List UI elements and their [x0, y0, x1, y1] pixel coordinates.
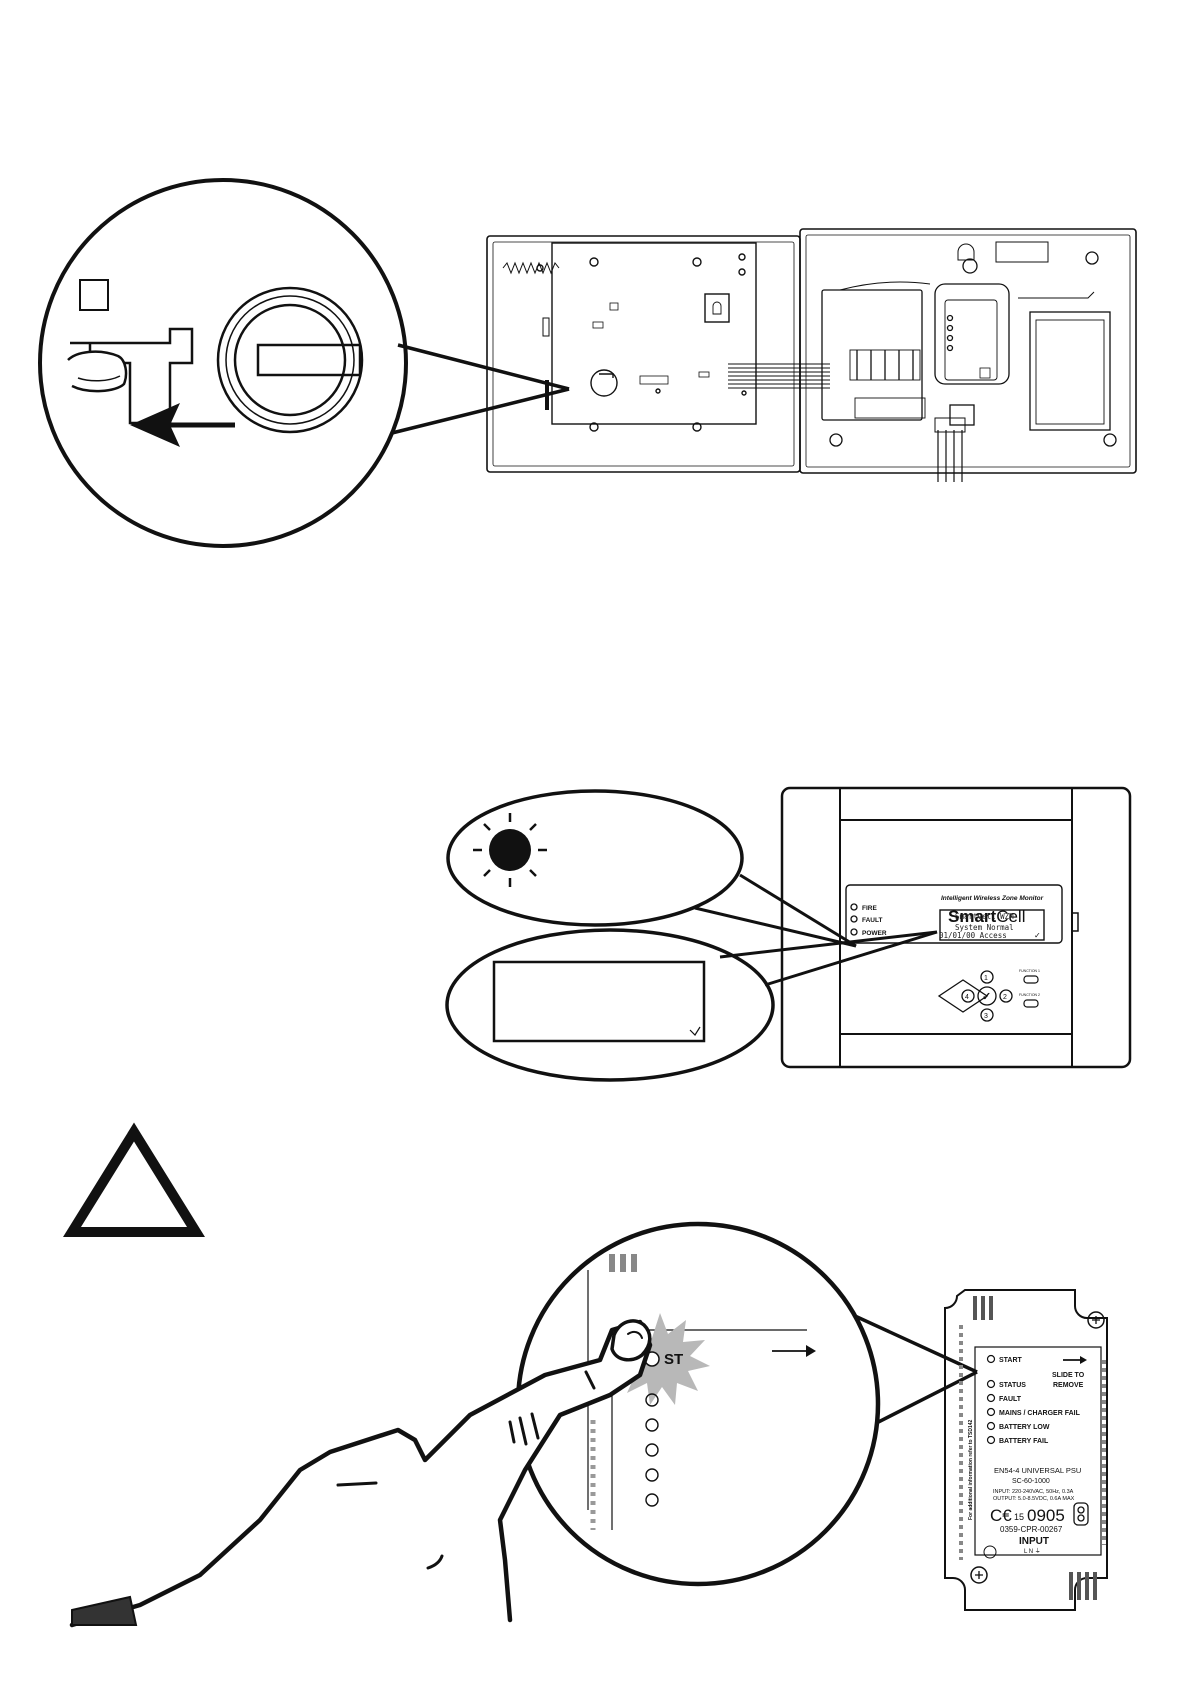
psu-side-vents [959, 1325, 1106, 1560]
sun-rays-icon [473, 813, 547, 887]
psu-led-battery-fail: BATTERY FAIL [999, 1438, 1049, 1445]
key-center-button[interactable] [977, 986, 997, 1006]
coin-cell-battery [216, 286, 364, 434]
psu-led-status: STATUS [999, 1382, 1026, 1389]
notified-body-number: 0905 [1027, 1506, 1065, 1525]
function-1-label: FUNCTION 1 [1019, 969, 1040, 973]
warning-triangle-icon [63, 1122, 205, 1237]
battery-tab-zoom [38, 178, 570, 548]
psu-battery-compartment [821, 241, 1117, 482]
psu-led-start: START [999, 1357, 1023, 1364]
psu-output-spec: OUTPUT: 5.0-8.5VDC, 0.6A MAX [993, 1496, 1075, 1502]
start-press-burst-icon [615, 1313, 710, 1405]
battery-removal-diagram [38, 178, 1137, 548]
key-up-label: 1 [984, 975, 988, 982]
ce-logo-badge-icon [1073, 1502, 1089, 1526]
led-label-power: POWER [862, 930, 887, 937]
zoom-fault-led-icon [645, 1418, 659, 1432]
psu-fault-led-icon [986, 1393, 996, 1403]
panel-led-diagram: SmartCell Intelligent Wireless Zone Moni… [445, 786, 1132, 1082]
psu-battery-low-led-icon [986, 1421, 996, 1431]
led-lit-sun-icon [489, 829, 531, 871]
slide-to-remove-line2: REMOVE [1053, 1382, 1084, 1389]
power-led-callout [446, 789, 857, 948]
zoom-mains-led-icon [645, 1443, 659, 1457]
key-down-label: 3 [984, 1013, 988, 1020]
psu-battery-fail-led-icon [986, 1435, 996, 1445]
psu-start-diagram: ST [69, 1221, 1108, 1628]
smartcell-subtitle: Intelligent Wireless Zone Monitor [941, 895, 1044, 902]
cpr-number: 0359-CPR-00267 [1000, 1525, 1063, 1534]
led-power-icon [850, 928, 858, 936]
led-label-fire: FIRE [862, 905, 877, 912]
panel-back-box [486, 228, 1137, 474]
psu-status-led-icon [986, 1379, 996, 1389]
smartcell-panel-housing [780, 786, 1132, 1069]
psu-input-spec: INPUT: 220-240VAC, 50Hz, 0.3A [993, 1489, 1074, 1495]
led-fire-icon [850, 903, 858, 911]
psu-module-outline [944, 1289, 1108, 1611]
psu-side-reference: For additional information refer to TSD1… [968, 1419, 974, 1520]
pull-direction-arrow [130, 403, 235, 447]
psu-screw-top-icon [1087, 1311, 1105, 1329]
zoom-battery-low-led-icon [645, 1468, 659, 1482]
lcd-zoom-blank-screen [492, 960, 706, 1043]
lcd-tick-icon: ✓ [1034, 931, 1041, 940]
ce-year: 15 [1014, 1512, 1024, 1522]
key-right-label: 2 [1003, 994, 1007, 1001]
zoom-start-label: ST [664, 1351, 683, 1368]
psu-led-list [986, 1354, 996, 1445]
smartcell-brand: SmartCell [948, 907, 1025, 926]
key-up-button[interactable] [980, 970, 994, 984]
start-button-zoom [515, 1221, 978, 1587]
psu-model-line1: EN54-4 UNIVERSAL PSU [994, 1466, 1081, 1475]
pull-tab [67, 279, 194, 425]
zoom-battery-fail-led-icon [645, 1493, 659, 1507]
ribbon-cable [728, 363, 830, 389]
sleeve-cuff [71, 1595, 138, 1626]
psu-vent-slots [973, 1296, 1097, 1600]
function-2-label: FUNCTION 2 [1019, 993, 1040, 997]
psu-input-label: INPUT [1019, 1536, 1049, 1547]
lcd-callout [445, 928, 938, 1082]
psu-led-fault: FAULT [999, 1396, 1022, 1403]
led-fault-icon [850, 915, 858, 923]
psu-led-mains: MAINS / CHARGER FAIL [999, 1410, 1081, 1417]
key-right-button[interactable] [999, 989, 1013, 1003]
key-center-check-icon: ✓ [982, 991, 991, 1003]
psu-mains-led-icon [986, 1407, 996, 1417]
lcd-line-1: SmartCell WZM [955, 912, 1014, 921]
psu-led-battery-low: BATTERY LOW [999, 1424, 1050, 1431]
lcd-line-2: System Normal [955, 923, 1014, 932]
slide-arrow-icon [1063, 1356, 1087, 1364]
psu-terminals: L N ⏚ [1024, 1548, 1041, 1555]
psu-model-line2: SC-60-1000 [1012, 1478, 1050, 1485]
led-label-fault: FAULT [862, 917, 882, 924]
lcd-line-3: 01/01/00 Access [939, 931, 1007, 940]
function-2-button[interactable] [1023, 999, 1039, 1008]
slide-to-remove-line1: SLIDE TO [1052, 1372, 1085, 1379]
pressing-finger-icon [69, 1319, 653, 1628]
zoom-status-led-icon [645, 1393, 659, 1407]
psu-screw-bottom-icon [970, 1566, 988, 1584]
psu-start-led-icon [986, 1354, 996, 1364]
key-left-label: 4 [965, 994, 969, 1001]
key-left-button[interactable] [961, 989, 975, 1003]
ce-mark: C€ [990, 1506, 1012, 1525]
key-down-button[interactable] [980, 1008, 994, 1022]
navigation-keypad [937, 970, 1013, 1022]
function-1-button[interactable] [1023, 975, 1039, 984]
panel-led-list [850, 903, 858, 936]
main-pcb [502, 242, 757, 432]
